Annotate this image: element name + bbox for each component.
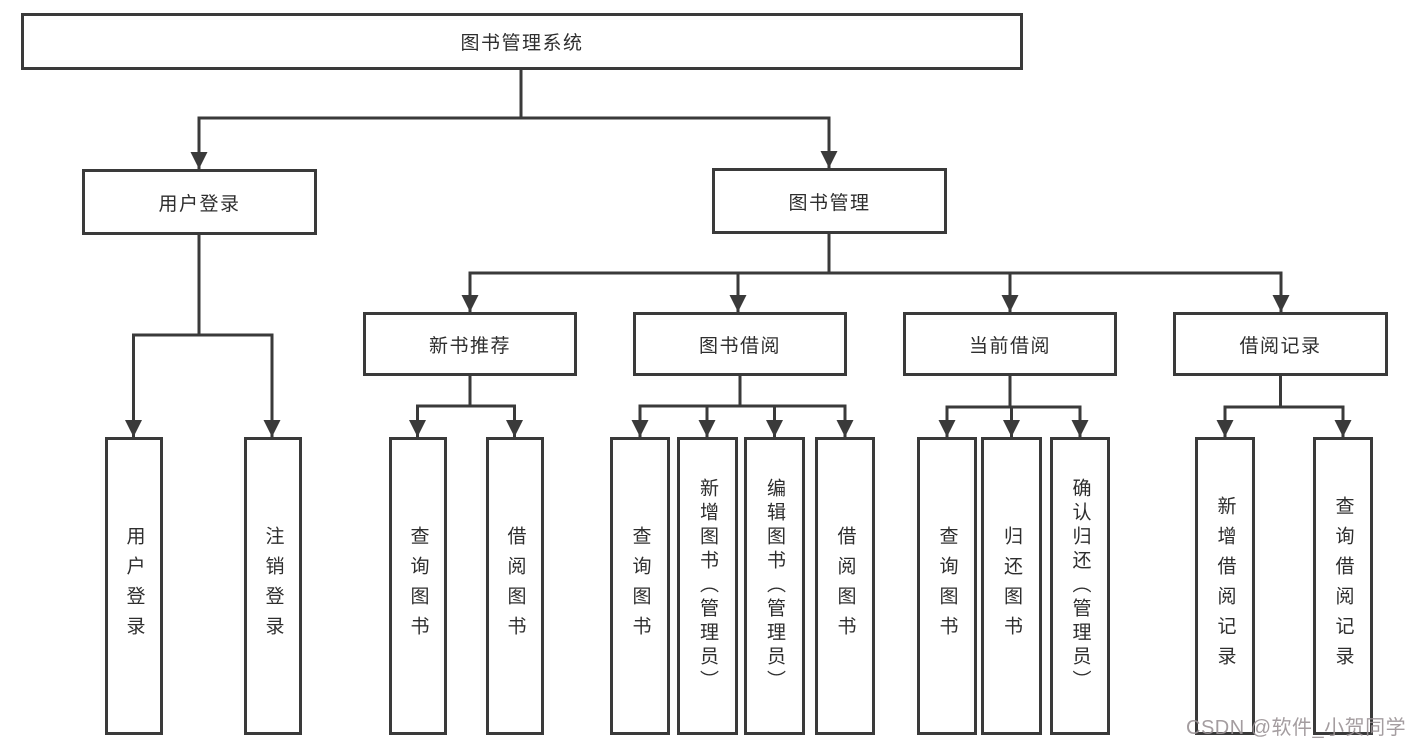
node-book-borrowing: 图书借阅: [633, 312, 847, 376]
node-user-login-label: 用户登录: [158, 193, 241, 215]
leaf-borrow-books-label: 借阅图书: [834, 526, 856, 646]
leaf-user-login-label: 用户登录: [123, 526, 145, 646]
leaf-query-books-recommend-label: 查询图书: [407, 526, 429, 646]
leaf-query-books-current-label: 查询图书: [936, 526, 958, 646]
leaf-confirm-return-admin-label: 确认归还（管理员）: [1069, 478, 1091, 694]
leaf-logout: 注销登录: [244, 437, 302, 735]
leaf-query-books-borrowing-label: 查询图书: [629, 526, 651, 646]
leaf-user-login: 用户登录: [105, 437, 163, 735]
leaf-edit-books-admin-label: 编辑图书（管理员）: [764, 478, 785, 694]
leaf-query-borrow-record: 查询借阅记录: [1313, 437, 1373, 735]
leaf-borrow-books-recommend-label: 借阅图书: [504, 526, 526, 646]
node-new-book-recommendation-label: 新书推荐: [428, 335, 511, 357]
leaf-return-books-label: 归还图书: [1001, 526, 1022, 646]
leaf-add-borrow-record-label: 新增借阅记录: [1214, 496, 1236, 676]
node-book-management-label: 图书管理: [788, 192, 871, 214]
leaf-add-borrow-record: 新增借阅记录: [1195, 437, 1255, 735]
leaf-add-books-admin: 新增图书（管理员）: [677, 437, 738, 735]
leaf-confirm-return-admin: 确认归还（管理员）: [1050, 437, 1110, 735]
watermark: CSDN @软件_小贺同学: [1186, 717, 1405, 739]
node-borrowing-records-label: 借阅记录: [1239, 335, 1322, 357]
leaf-query-books-recommend: 查询图书: [389, 437, 447, 735]
leaf-query-books-current: 查询图书: [917, 437, 977, 735]
leaf-borrow-books-recommend: 借阅图书: [486, 437, 544, 735]
leaf-borrow-books: 借阅图书: [815, 437, 875, 735]
node-borrowing-records: 借阅记录: [1173, 312, 1388, 376]
node-book-borrowing-label: 图书借阅: [698, 335, 781, 357]
leaf-return-books: 归还图书: [981, 437, 1042, 735]
node-current-borrowing: 当前借阅: [903, 312, 1117, 376]
node-current-borrowing-label: 当前借阅: [968, 335, 1051, 357]
node-root: 图书管理系统: [21, 13, 1023, 70]
node-book-management: 图书管理: [712, 168, 947, 234]
leaf-query-books-borrowing: 查询图书: [610, 437, 670, 735]
leaf-logout-label: 注销登录: [262, 526, 284, 646]
leaf-add-books-admin-label: 新增图书（管理员）: [697, 478, 718, 694]
node-root-label: 图书管理系统: [460, 33, 584, 54]
node-new-book-recommendation: 新书推荐: [363, 312, 577, 376]
leaf-edit-books-admin: 编辑图书（管理员）: [744, 437, 805, 735]
leaf-query-borrow-record-label: 查询借阅记录: [1332, 496, 1354, 676]
node-user-login: 用户登录: [82, 169, 317, 235]
